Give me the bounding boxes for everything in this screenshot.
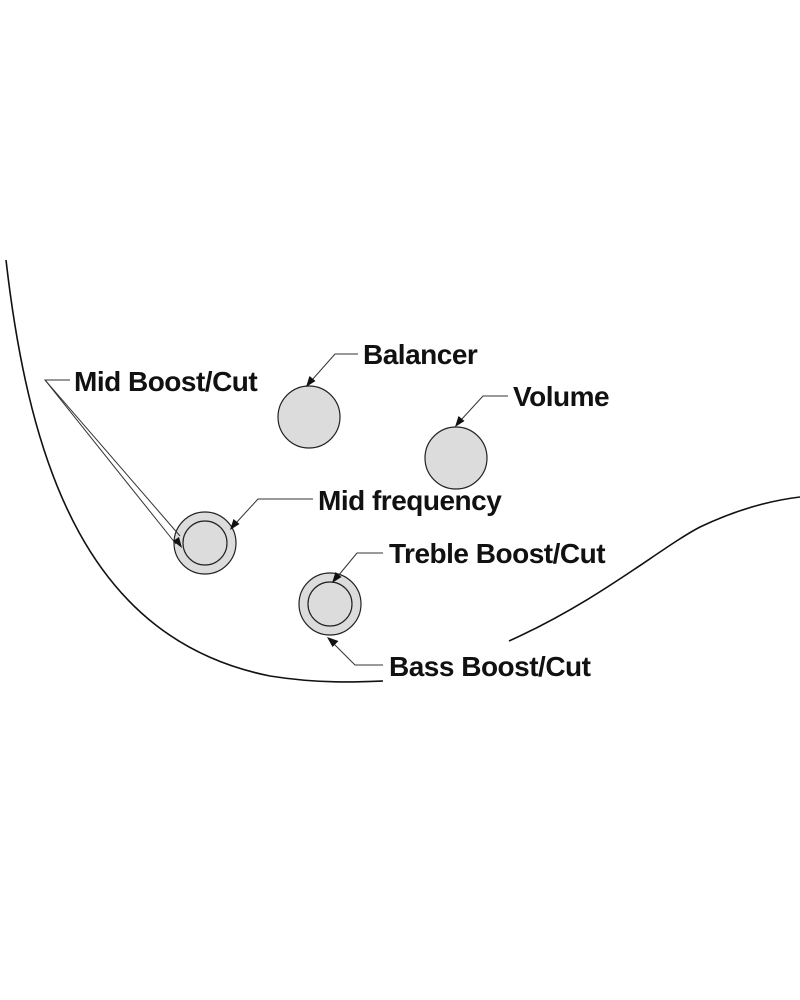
balancer-knob[interactable] <box>277 385 341 449</box>
mid-boost-cut-arrowhead <box>173 537 182 548</box>
treble-boost-cut-inner-knob[interactable] <box>307 581 353 627</box>
volume-knob[interactable] <box>424 426 488 490</box>
mid-frequency-leader <box>230 498 313 530</box>
balancer-label: Balancer <box>363 339 478 370</box>
volume-arrowhead <box>455 416 465 427</box>
bass-boost-cut-label: Bass Boost/Cut <box>389 651 591 682</box>
mid-frequency-arrowhead <box>230 519 240 530</box>
mid-frequency-inner-knob[interactable] <box>182 520 228 566</box>
body-outline-right <box>508 496 800 642</box>
mid-stacked-knob[interactable] <box>173 511 237 575</box>
body-outline-left <box>5 259 384 683</box>
bass-boost-cut-arrowhead <box>327 637 339 647</box>
volume-leader <box>455 395 508 427</box>
treble-bass-stacked-knob[interactable] <box>298 572 362 636</box>
treble-boost-cut-label: Treble Boost/Cut <box>389 538 605 569</box>
volume-label: Volume <box>513 381 609 412</box>
mid-boost-cut-leader <box>43 379 182 548</box>
mid-boost-cut-label: Mid Boost/Cut <box>74 366 257 397</box>
treble-boost-cut-leader <box>332 552 383 583</box>
mid-frequency-label: Mid frequency <box>318 485 502 516</box>
balancer-arrowhead <box>306 376 316 387</box>
treble-boost-cut-arrowhead <box>332 572 342 583</box>
balancer-leader <box>306 353 358 387</box>
bass-boost-cut-leader <box>327 637 383 666</box>
